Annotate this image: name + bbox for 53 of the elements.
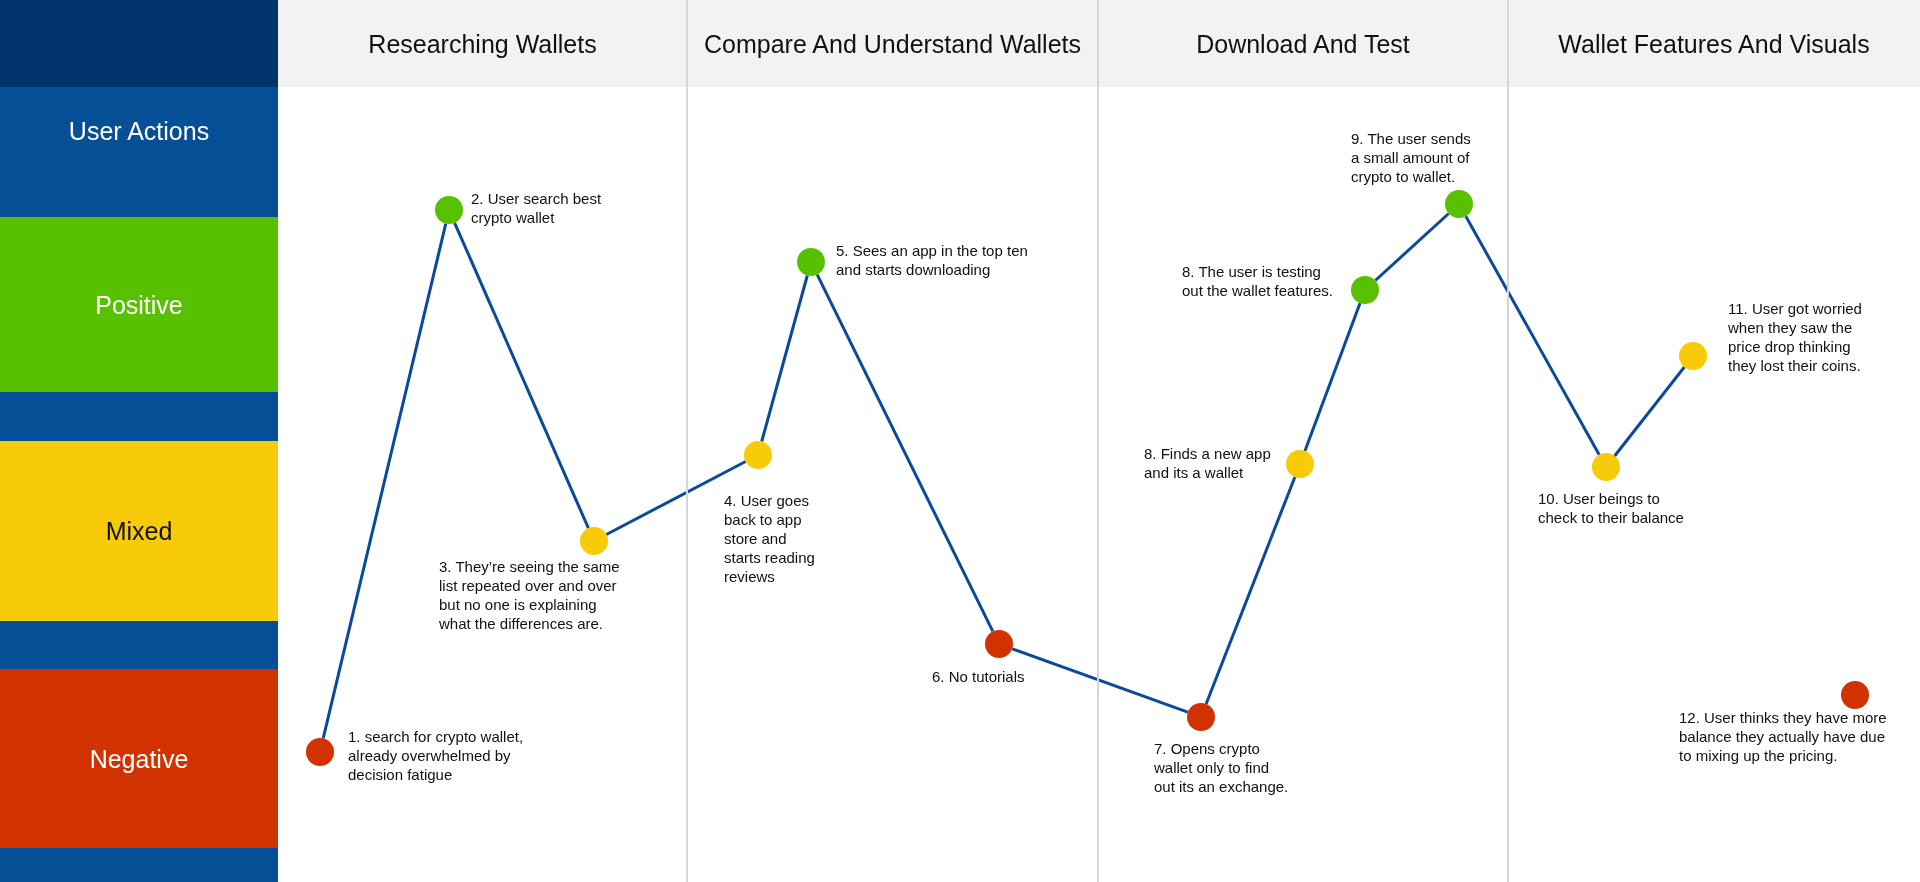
lane-band [0, 217, 278, 392]
journey-line [1204, 476, 1297, 705]
step-note: 7. Opens crypto wallet only to find out its an exchange. [1154, 739, 1290, 796]
header-block [0, 0, 278, 87]
journey-line [1464, 215, 1601, 456]
journey-dot [1679, 342, 1707, 370]
journey-dot [1841, 681, 1869, 709]
step-note: 12. User thinks they have more balance they actually have due to mixing up the pricing. [1679, 708, 1888, 765]
lane-band [0, 669, 278, 848]
step-note: 1. search for crypto wallet, already overwhelmed by decision fatigue [348, 727, 525, 784]
journey-dot [306, 738, 334, 766]
step-note: 8. Finds a new app and its a wallet [1144, 444, 1272, 482]
journey-dot [985, 630, 1013, 658]
journey-dot [1351, 276, 1379, 304]
journey-dot [797, 248, 825, 276]
journey-line [321, 223, 448, 739]
phase-header [687, 0, 1098, 87]
phase-header [278, 0, 687, 87]
phase-header [1508, 0, 1920, 87]
journey-line [1613, 366, 1686, 457]
lane-band [0, 441, 278, 621]
journey-line [815, 273, 995, 633]
step-note: 2. User search best crypto wallet [471, 189, 603, 227]
phase-title: Researching Wallets [368, 28, 597, 59]
step-note: 11. User got worried when they saw the price drop thinking they lost their coins. [1728, 299, 1863, 375]
phase-title: Compare And Understand Wallets [703, 28, 1081, 59]
journey-dot [1445, 190, 1473, 218]
lane-label: Positive [95, 289, 183, 320]
step-note: 5. Sees an app in the top ten and starts downloading [836, 241, 1029, 279]
journey-line [605, 460, 747, 536]
journey-dot [1286, 450, 1314, 478]
journey-line [453, 222, 590, 529]
phase-header [1098, 0, 1508, 87]
phase-title: Wallet Features And Visuals [1558, 28, 1870, 59]
step-note: 10. User beings to check to their balance [1538, 489, 1685, 527]
journey-line [760, 275, 809, 442]
lane-label: User Actions [68, 116, 210, 146]
journey-dot [1592, 453, 1620, 481]
phase-title: Download And Test [1196, 28, 1410, 59]
lane-label: Mixed [105, 516, 173, 546]
journey-line [1374, 212, 1450, 282]
journey-dot [435, 196, 463, 224]
step-note: 8. The user is testing out the wallet features. [1182, 262, 1334, 300]
journey-line [1011, 647, 1189, 714]
journey-line [1303, 302, 1362, 452]
step-note: 9. The user sends a small amount of crypto to wallet. [1351, 129, 1472, 186]
step-note: 3. They’re seeing the same list repeated over and over but no one is explaining what the differences are. [439, 557, 621, 633]
journey-dot [580, 527, 608, 555]
step-note: 6. No tutorials [932, 667, 1026, 686]
step-note: 4. User goes back to app store and starts reading reviews [724, 491, 816, 586]
journey-dot [1187, 703, 1215, 731]
lane-label: Negative [89, 743, 189, 774]
journey-dot [744, 441, 772, 469]
